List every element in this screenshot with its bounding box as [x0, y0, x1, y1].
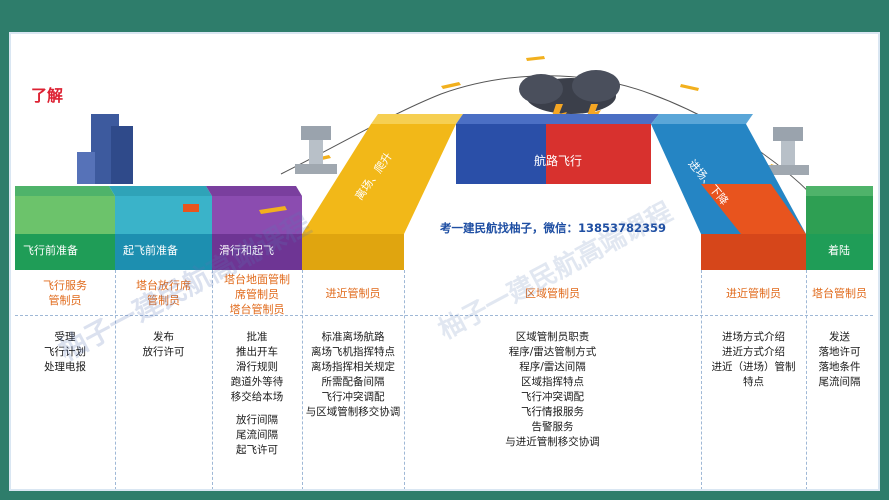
column-divider: [404, 270, 405, 489]
phase-label-2: 起飞前准备: [123, 244, 178, 257]
phase-block-7: [806, 196, 873, 234]
column-divider: [701, 270, 702, 489]
controller-role-2: 塔台放行席管制员: [136, 279, 191, 307]
phase-label-1: 飞行前准备: [23, 244, 78, 257]
controller-role-5: 区域管制员: [525, 287, 580, 300]
controller-role-7: 塔台管制员: [812, 287, 867, 300]
phase-label-3: 滑行和起飞: [219, 244, 274, 257]
badge-label: 了解: [31, 86, 64, 105]
contact-banner: 考一建民航找柚子，微信：13853782359: [440, 221, 667, 235]
storm-cloud-icon: [519, 70, 620, 130]
control-tower-icon: [767, 127, 809, 175]
controller-role-1: 飞行服务管制员: [43, 279, 87, 307]
phase-label-5: 航路飞行: [534, 154, 583, 168]
vehicle-icon: [183, 204, 199, 212]
airplane-icon: [259, 206, 287, 214]
task-list-3: 批准推出开车滑行规则跑道外等待移交给本场 放行间隔尾流间隔起飞许可: [230, 331, 284, 456]
task-list-6: 进场方式介绍进近方式介绍进近（进场）管制特点: [711, 331, 796, 388]
column-divider: [115, 270, 116, 489]
diagram-frame: 了解 飞行前准备 起飞前准备 滑行和起飞 离场、爬升 航路飞行 进场、下降 着陆…: [9, 32, 880, 491]
task-list-7: 发送落地许可落地条件尾流间隔: [818, 331, 861, 388]
controller-role-4: 进近管制员: [325, 287, 381, 300]
phase-block-1: [15, 196, 115, 234]
building-icon: [77, 114, 133, 184]
row-divider: [15, 315, 873, 316]
column-divider: [302, 270, 303, 489]
phase-block-3: [212, 196, 302, 234]
controller-role-6: 进近管制员: [726, 287, 781, 300]
control-tower-icon: [295, 126, 337, 174]
phase-block-2: [115, 196, 212, 234]
phase-top-1: [15, 186, 115, 196]
controller-role-3: 塔台地面管制席管制员塔台管制员: [224, 273, 290, 316]
phase-top-2: [109, 186, 212, 196]
column-divider: [212, 270, 213, 489]
task-list-5: 区域管制员职责程序/雷达管制方式程序/雷达间隔区域指挥特点飞行冲突调配飞行情报服…: [505, 331, 600, 448]
flight-phase-illustration: [15, 56, 873, 270]
column-divider: [806, 270, 807, 489]
task-list-4: 标准离场航路离场飞机指挥特点离场指挥相关规定所需配备间隔飞行冲突调配与区域管制移…: [305, 331, 401, 418]
task-list-1: 受理飞行计划处理电报: [44, 331, 86, 373]
phase-label-7: 着陆: [828, 244, 850, 257]
task-list-2: 发布放行许可: [142, 331, 185, 358]
phase-top-3: [206, 186, 302, 196]
phase-block-4: [302, 124, 456, 234]
